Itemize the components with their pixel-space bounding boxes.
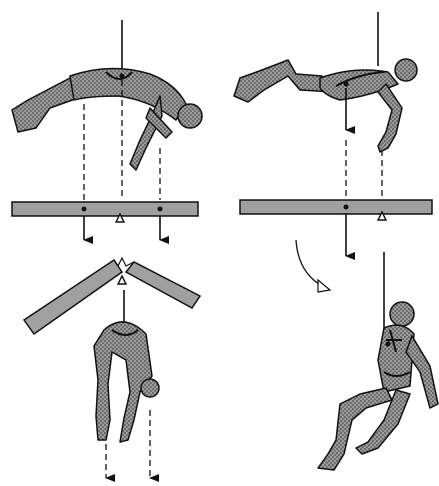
attachment-point [120,74,125,79]
panel-top-right [234,12,432,292]
rotation-arrowhead [318,280,330,292]
panel-bottom-left [24,258,200,478]
broken-beam-right [126,262,200,308]
balance-beam [240,200,432,214]
beam-point [158,207,163,212]
climber-figure [234,59,417,152]
beam-point [344,205,349,210]
broken-beam-left [24,260,122,334]
panel-top-left [12,20,202,240]
climber-figure [94,322,159,442]
attachment-point [386,342,391,347]
fulcrum-triangle [118,276,126,284]
beam-point [82,207,87,212]
balance-beam [12,202,198,216]
climber-figure [318,302,438,470]
attachment-point [344,82,349,87]
climber-figure [12,68,202,170]
panel-bottom-right [318,252,438,470]
rotation-arrow [296,240,322,286]
